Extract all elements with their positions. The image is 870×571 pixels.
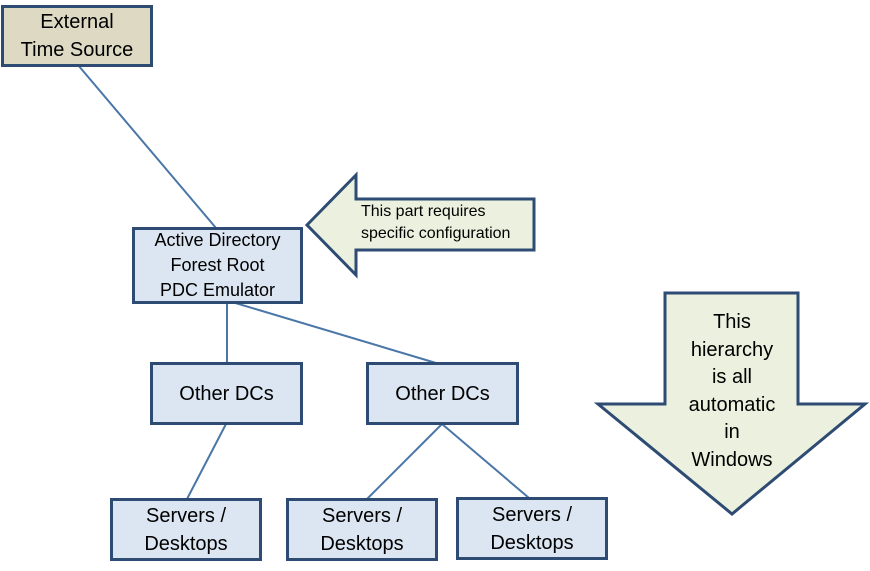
link-dc-right-server-3: [441, 423, 530, 499]
link-external-root: [77, 64, 217, 229]
automatic-callout-text: This hierarchy is all automatic in Windo…: [688, 311, 776, 471]
automatic-callout-arrow: [593, 291, 870, 516]
external-time-source-node: External Time Source: [1, 5, 153, 67]
config-callout-text: This part requires specific configuratio…: [361, 203, 511, 242]
servers-desktops-node-1: Servers / Desktops: [110, 498, 262, 561]
other-dcs-left-node: Other DCs: [150, 362, 303, 425]
link-root-dc-right: [231, 301, 437, 364]
link-dc-left-server-1: [186, 423, 227, 500]
forest-root-pdc-node: Active Directory Forest Root PDC Emulato…: [132, 227, 303, 304]
servers-desktops-node-3: Servers / Desktops: [456, 497, 608, 560]
servers-desktops-node-2: Servers / Desktops: [286, 498, 438, 561]
other-dcs-right-node: Other DCs: [366, 362, 519, 425]
link-dc-right-server-2: [366, 423, 443, 500]
config-callout-arrow: [304, 171, 536, 279]
